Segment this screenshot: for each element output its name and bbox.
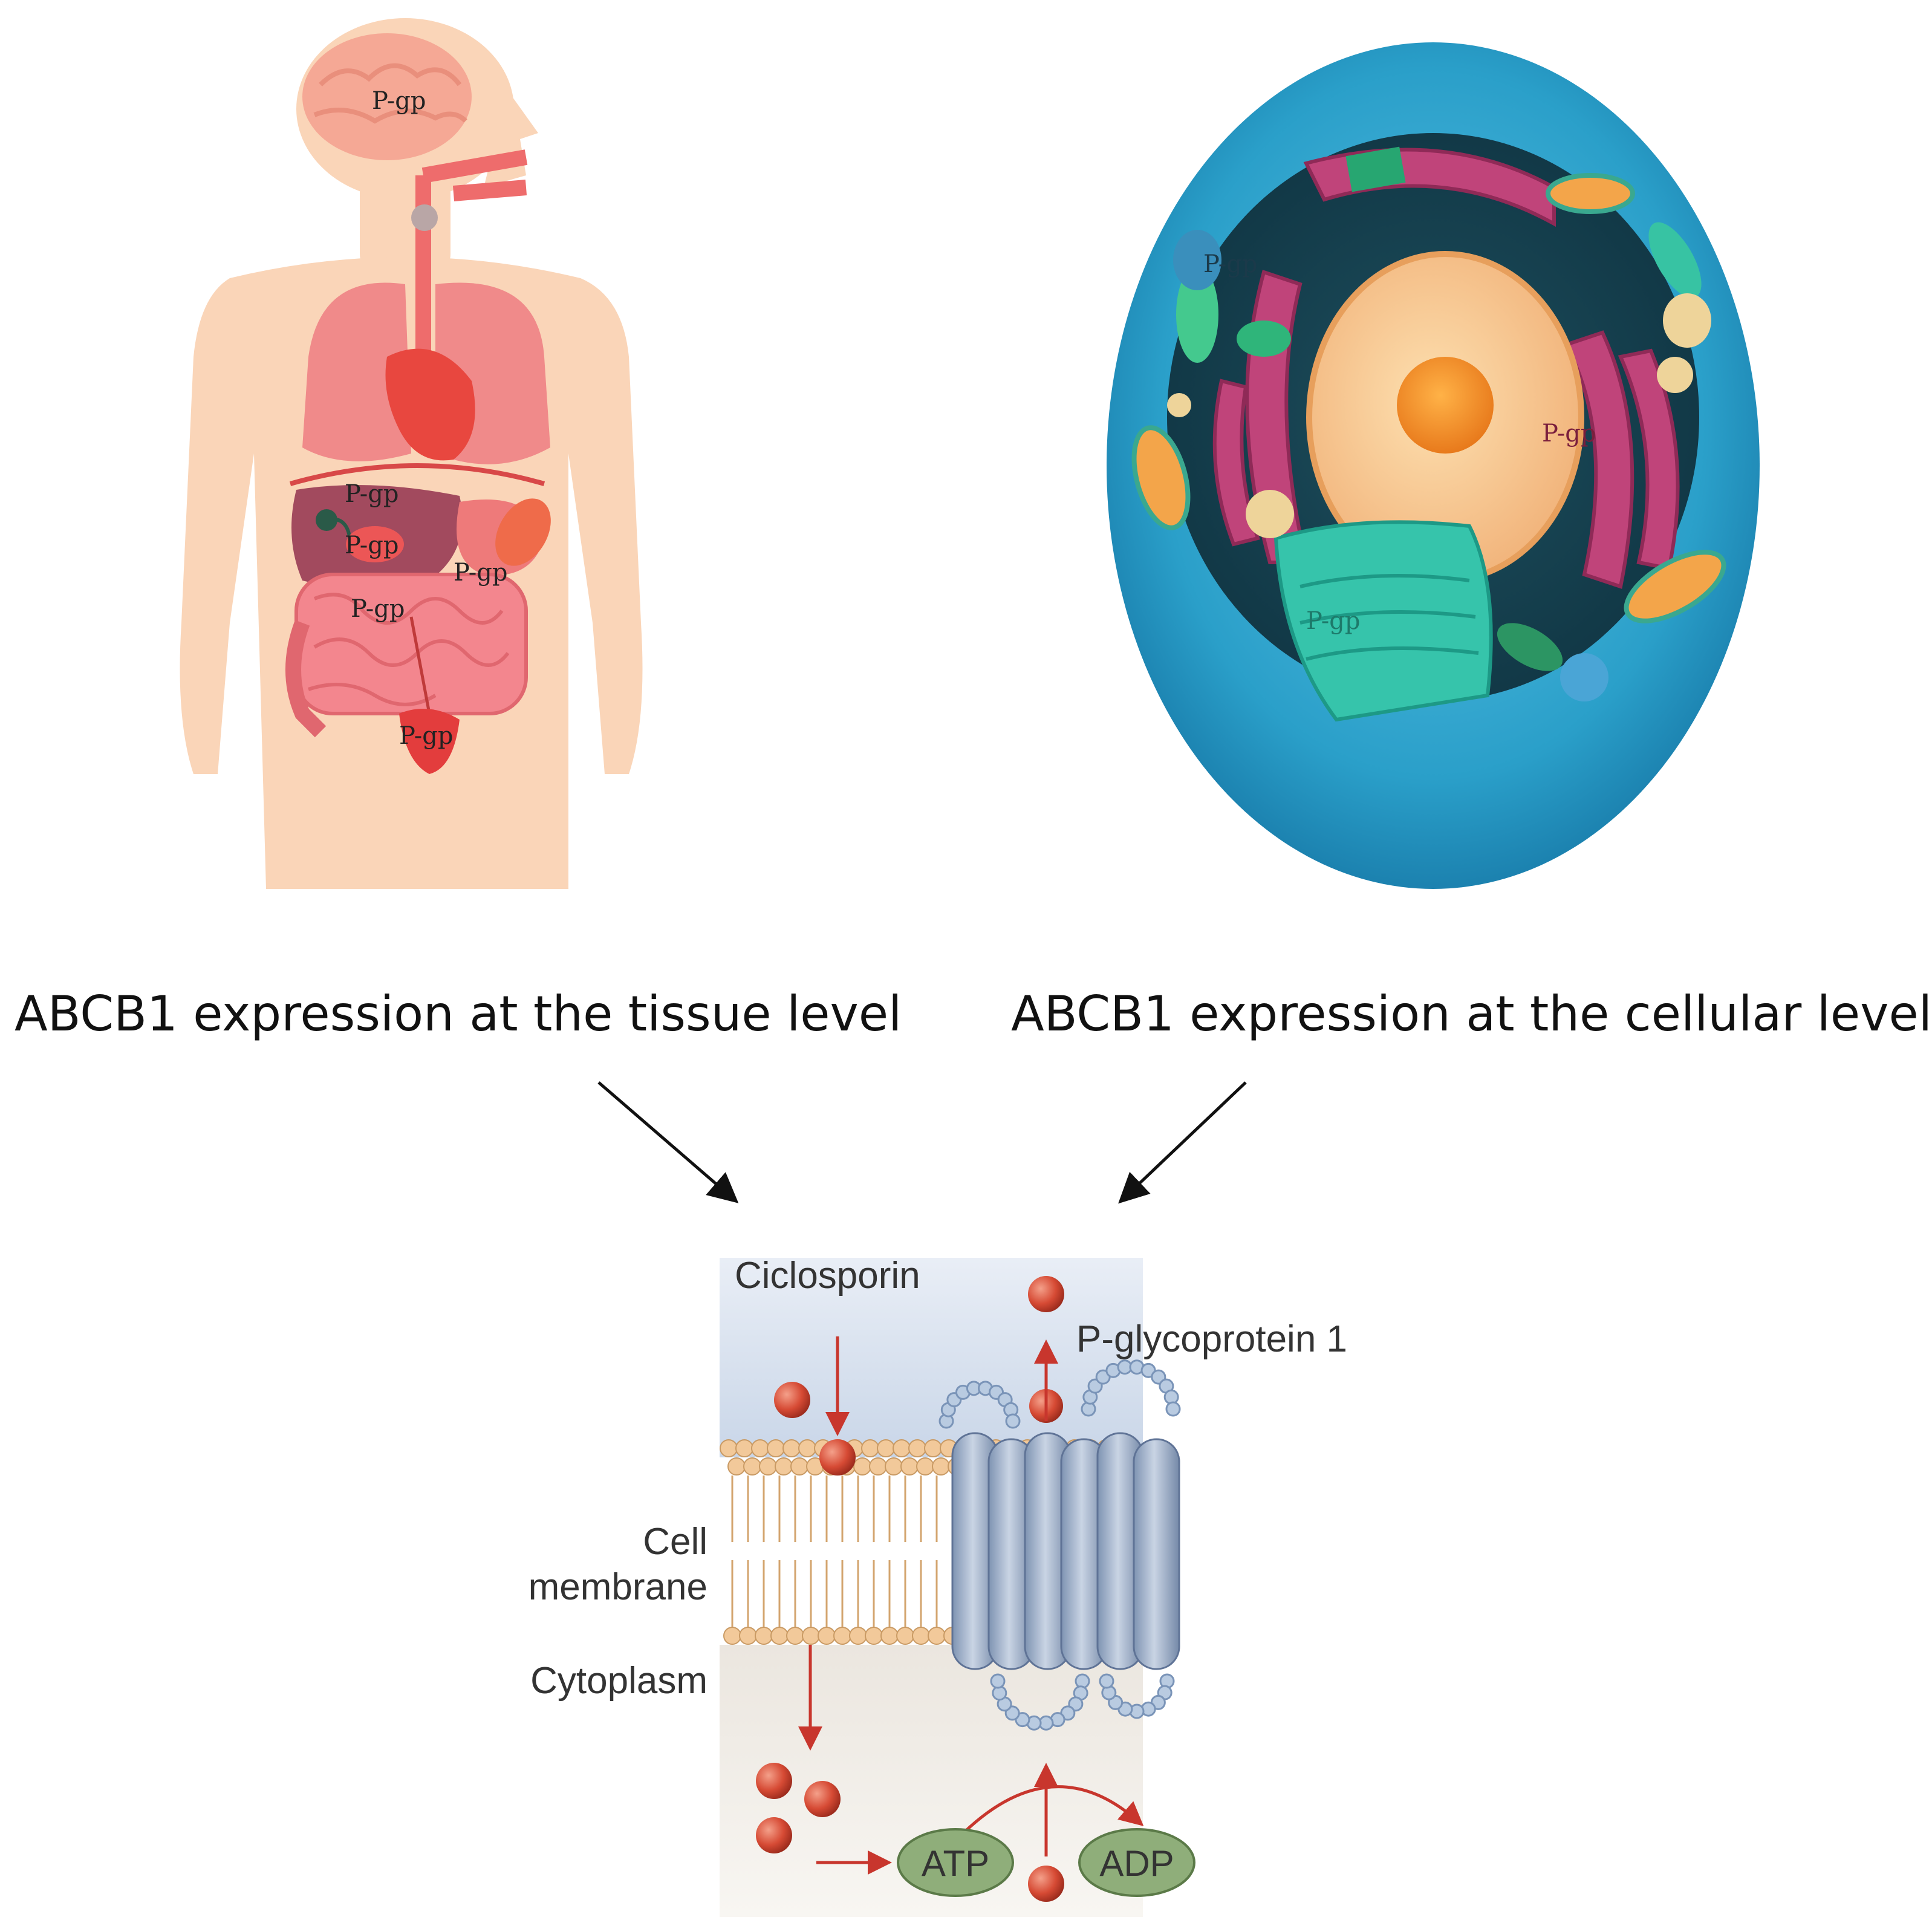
mitochondria <box>1131 173 1726 623</box>
pgp-label-golgi: P-gp <box>1306 607 1360 635</box>
heart <box>385 348 475 461</box>
spleen <box>495 498 551 566</box>
ciclosporin-label: Ciclosporin <box>735 1255 920 1297</box>
caption-tissue-level: ABCB1 expression at the tissue level <box>15 986 902 1042</box>
protein-loops <box>938 1359 1181 1731</box>
connector-arrows <box>597 1081 1247 1204</box>
arrow-cellular-to-membrane <box>1118 1081 1247 1204</box>
transport-arrows <box>798 1336 1144 1875</box>
ureter <box>409 616 431 714</box>
intestines <box>285 573 528 738</box>
cell-illustration: P-gp P-gp P-gp <box>1107 42 1760 889</box>
extracellular-region <box>720 1258 1143 1457</box>
pgp-label-intestine: P-gp <box>351 595 405 623</box>
diaphragm <box>289 463 545 486</box>
atp-molecule <box>897 1828 1014 1897</box>
pgp-label-vesicle: P-gp <box>1203 250 1257 278</box>
atp-label: ATP <box>922 1843 989 1884</box>
human-body-illustration: P-gp P-gp P-gp P-gp P-gp P-gp <box>180 18 643 889</box>
adp-label: ADP <box>1099 1843 1174 1884</box>
membrane-label: membrane <box>529 1566 707 1608</box>
caption-cellular-level: ABCB1 expression at the cellular level <box>1011 986 1932 1042</box>
golgi-apparatus <box>1273 520 1493 722</box>
brain: P-gp <box>302 33 472 160</box>
vesicles <box>1167 146 1711 701</box>
p-glycoprotein-label: P-glycoprotein 1 <box>1076 1318 1347 1360</box>
cytoplasm-label: Cytoplasm <box>530 1660 707 1702</box>
larynx <box>411 204 438 231</box>
pgp-label-brain: P-gp <box>372 87 426 115</box>
membrane-transport-diagram: ATP ADP Ciclosporin P-glycoprotein 1 Cel… <box>529 1255 1347 1917</box>
kidney <box>346 526 404 562</box>
pgp-label-liver: P-gp <box>345 480 398 508</box>
p-glycoprotein <box>938 1359 1181 1731</box>
bladder <box>399 709 460 774</box>
adp-molecule <box>1078 1828 1195 1897</box>
pgp-label-kidney: P-gp <box>345 532 398 559</box>
pgp-label-er: P-gp <box>1542 420 1596 447</box>
pgp-label-bladder: P-gp <box>399 722 453 750</box>
arrow-tissue-to-membrane <box>597 1081 739 1203</box>
cell-label: Cell <box>643 1521 707 1563</box>
nucleolus <box>1397 357 1494 454</box>
pgp-label-intestine-upper: P-gp <box>454 559 507 587</box>
